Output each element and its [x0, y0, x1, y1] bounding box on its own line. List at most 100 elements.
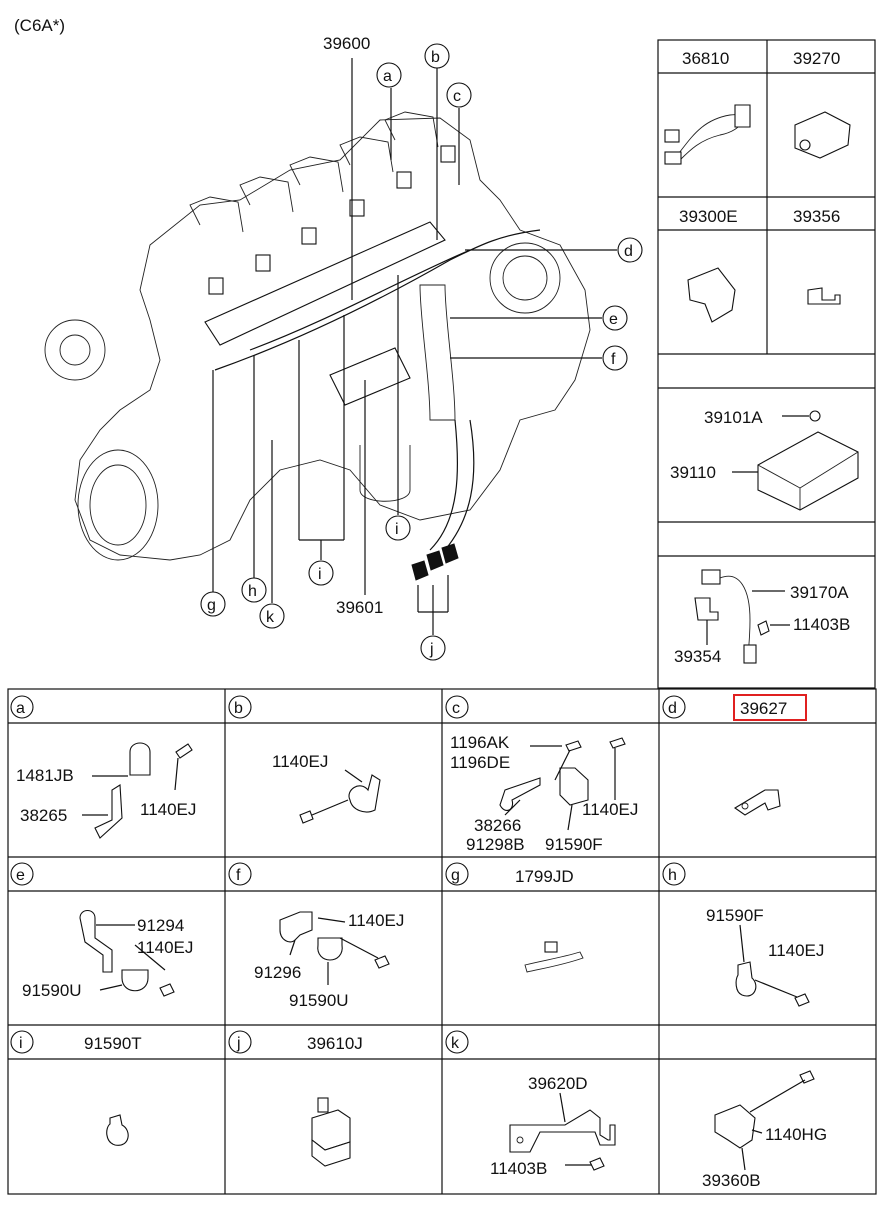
- cell-a-letter: a: [10, 695, 34, 719]
- svg-text:d: d: [668, 700, 677, 717]
- cell-f-91590U: 91590U: [289, 991, 349, 1010]
- cell-c-1196DE: 1196DE: [450, 753, 510, 772]
- cell-d-parts: [733, 789, 781, 816]
- cell-a-1481JB: 1481JB: [16, 766, 74, 785]
- cell-l-39360B: 39360B: [702, 1171, 761, 1190]
- label-39600: 39600: [323, 34, 370, 53]
- svg-text:a: a: [16, 700, 25, 717]
- svg-text:b: b: [234, 700, 243, 717]
- header-1799JD[interactable]: 1799JD: [515, 867, 574, 886]
- cell-h-letter: h: [662, 862, 686, 886]
- callout-c[interactable]: c: [446, 82, 472, 108]
- cell-a-1140EJ: 1140EJ: [140, 800, 196, 819]
- injector-6: [440, 145, 456, 163]
- cell-f-91296: 91296: [254, 963, 301, 982]
- svg-text:i: i: [395, 521, 399, 538]
- part-39300E: 39300E: [679, 207, 738, 226]
- callout-i-upper[interactable]: i: [385, 515, 411, 541]
- connector-j2: [426, 550, 444, 571]
- header-91590T[interactable]: 91590T: [84, 1034, 142, 1053]
- callout-h[interactable]: h: [241, 577, 267, 603]
- callout-g[interactable]: g: [200, 591, 226, 617]
- callout-a[interactable]: a: [376, 62, 402, 88]
- cell-g-letter: g: [445, 862, 469, 886]
- svg-text:d: d: [624, 243, 633, 260]
- cell-c-38266: 38266: [474, 816, 521, 835]
- callout-i-lower[interactable]: i: [308, 560, 334, 586]
- cell-a-38265: 38265: [20, 806, 67, 825]
- callout-b[interactable]: b: [424, 43, 450, 69]
- cell-c-1196AK: 1196AK: [450, 733, 510, 752]
- svg-text:h: h: [668, 867, 677, 884]
- cell-c-letter: c: [445, 695, 469, 719]
- cell-d-letter: d: [662, 695, 686, 719]
- part-39101A: 39101A: [704, 408, 763, 427]
- cell-b-1140EJ: 1140EJ: [272, 752, 328, 771]
- callout-e[interactable]: e: [602, 305, 628, 331]
- cell-a-parts: 1481JB 38265 1140EJ: [16, 742, 196, 839]
- cell-e-letter: e: [10, 862, 34, 886]
- cell-f-letter: f: [228, 862, 252, 886]
- bracket-39356: [807, 287, 841, 305]
- cell-c-91298B: 91298B: [466, 835, 525, 854]
- cell-k-parts: 39620D 11403B: [490, 1074, 616, 1178]
- cell-c-1140EJ: 1140EJ: [582, 800, 638, 819]
- svg-text:j: j: [236, 1035, 241, 1052]
- svg-text:c: c: [452, 700, 460, 717]
- part-39110: 39110: [670, 463, 716, 482]
- cell-k-11403B: 11403B: [490, 1159, 547, 1178]
- part-39170A: 39170A: [790, 583, 849, 602]
- turbocharger: [44, 319, 106, 381]
- engine-illustration: [44, 111, 591, 581]
- cell-e-91294: 91294: [137, 916, 184, 935]
- engine-ecu: [329, 347, 411, 406]
- connector-j1: [411, 560, 429, 581]
- callout-f[interactable]: f: [602, 345, 628, 371]
- cell-c-91590F: 91590F: [545, 835, 603, 854]
- cell-h-1140EJ: 1140EJ: [768, 941, 824, 960]
- injector-4: [349, 199, 365, 217]
- injector-3: [301, 227, 317, 245]
- cell-i-letter: i: [10, 1030, 34, 1054]
- svg-text:f: f: [611, 351, 616, 368]
- svg-text:e: e: [16, 867, 25, 884]
- cell-e-parts: 91294 1140EJ 91590U: [22, 909, 193, 1000]
- part-39270: 39270: [793, 49, 840, 68]
- part-39354: 39354: [674, 647, 721, 666]
- injector-1: [208, 277, 224, 295]
- callout-d[interactable]: d: [617, 237, 643, 263]
- injector-2: [255, 254, 271, 272]
- cell-k-letter: k: [445, 1030, 469, 1054]
- header-39627[interactable]: 39627: [740, 699, 787, 718]
- callout-k[interactable]: k: [259, 603, 285, 629]
- svg-text:f: f: [236, 867, 241, 884]
- nut-39101A: [809, 410, 821, 422]
- cell-h-parts: 91590F 1140EJ: [706, 906, 824, 1007]
- svg-text:e: e: [609, 311, 618, 328]
- bottom-grid: [7, 688, 877, 1195]
- callout-j[interactable]: j: [420, 635, 446, 661]
- cell-e-1140EJ: 1140EJ: [137, 938, 193, 957]
- header-39610J[interactable]: 39610J: [307, 1034, 363, 1053]
- svg-text:i: i: [19, 1035, 23, 1052]
- sensor-39300E: [687, 267, 736, 323]
- crank-pulley: [77, 449, 159, 561]
- injector-5: [396, 171, 412, 189]
- cell-b-letter: b: [228, 695, 252, 719]
- svg-text:k: k: [266, 609, 275, 626]
- model-code: (C6A*): [14, 16, 65, 35]
- svg-text:g: g: [207, 597, 216, 614]
- housing: [489, 242, 561, 314]
- part-39356: 39356: [793, 207, 840, 226]
- cell-i-parts: [106, 1114, 129, 1146]
- cell-c-parts: 1196AK 1196DE 38266 91298B 91590F 1140EJ: [450, 733, 638, 854]
- svg-text:g: g: [451, 867, 460, 884]
- svg-text:j: j: [429, 641, 434, 658]
- highlight-box-39627: [733, 694, 807, 721]
- main-leader-lines: [212, 58, 617, 635]
- fuel-rail: [204, 221, 446, 346]
- cell-j-parts: [311, 1097, 351, 1167]
- part-11403B-right: 11403B: [793, 615, 850, 634]
